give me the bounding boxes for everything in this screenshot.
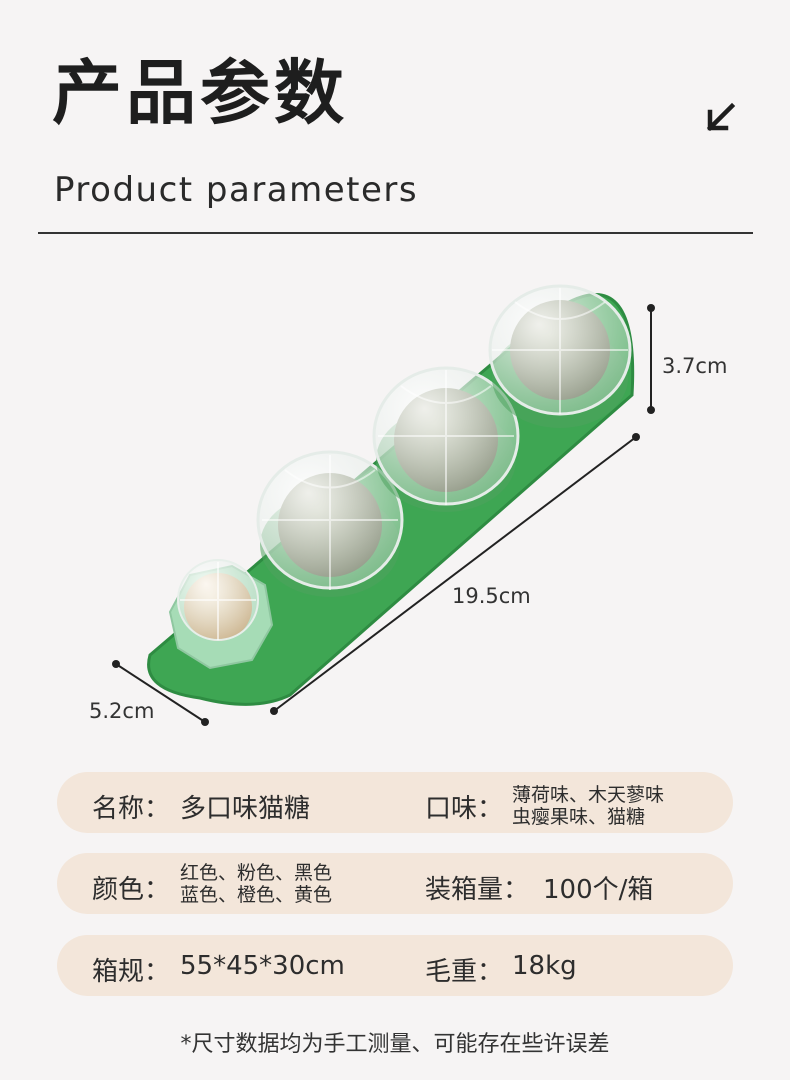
color-value-line2: 蓝色、橙色、黄色 — [180, 884, 333, 906]
page-subtitle: Product parameters — [54, 170, 419, 210]
weight-value: 18kg — [512, 951, 577, 981]
spec-row-color-qty — [57, 853, 733, 914]
spec-row-name-flavor — [57, 772, 733, 833]
box-label: 箱规： — [92, 957, 171, 987]
qty-label: 装箱量： — [425, 875, 530, 905]
candy-cup-1 — [256, 450, 404, 597]
weight-label: 毛重： — [425, 957, 504, 987]
candy-cup-small — [168, 559, 274, 670]
candy-cup-3 — [488, 284, 632, 428]
name-value: 多口味猫糖 — [180, 794, 311, 824]
name-label: 名称： — [92, 794, 171, 824]
color-value-line1: 红色、粉色、黑色 — [180, 862, 333, 884]
flavor-label: 口味： — [425, 794, 504, 824]
flavor-value-line2: 虫瘿果味、猫糖 — [512, 806, 646, 828]
length-dimension: 19.5cm — [270, 433, 640, 715]
arrow-down-left-icon — [706, 102, 736, 132]
width-dimension: 5.2cm — [89, 660, 209, 726]
page-title: 产品参数 — [52, 52, 348, 134]
height-dimension: 3.7cm — [647, 304, 727, 414]
width-label: 5.2cm — [89, 699, 154, 723]
header-divider — [38, 232, 753, 234]
qty-value: 100个/箱 — [543, 875, 654, 905]
flavor-value-line1: 薄荷味、木天蓼味 — [512, 784, 665, 806]
color-label: 颜色： — [92, 875, 171, 905]
product-illustration: 3.7cm 19.5cm 5.2cm — [89, 284, 727, 726]
spec-row-box-weight — [57, 935, 733, 996]
footnote: *尺寸数据均为手工测量、可能存在些许误差 — [180, 1032, 610, 1057]
length-label: 19.5cm — [452, 584, 531, 608]
box-value: 55*45*30cm — [180, 951, 345, 981]
height-label: 3.7cm — [662, 354, 727, 378]
candy-cup-2 — [372, 366, 520, 512]
